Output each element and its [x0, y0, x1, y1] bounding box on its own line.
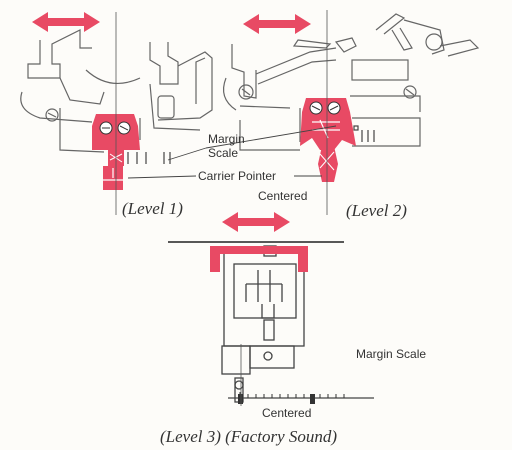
level2-caption: (Level 2) — [346, 201, 407, 220]
centered-label-top: Centered — [258, 189, 308, 203]
margin-scale-label-top: Margin Scale — [208, 132, 245, 160]
level2-move-arrow-icon — [243, 14, 311, 34]
level1-caption: (Level 1) — [122, 199, 183, 218]
level1-move-arrow-icon — [32, 12, 100, 32]
carrier-pointer-label: Carrier Pointer — [198, 169, 277, 183]
margin-scale-label-bottom: Margin Scale — [356, 347, 427, 361]
level3-carrier-clamp — [210, 246, 308, 272]
level2-carrier — [300, 98, 356, 182]
level3-caption: (Level 3) (Factory Sound) — [160, 427, 338, 446]
centered-label-bottom: Centered — [262, 406, 312, 420]
level3-move-arrow-icon — [222, 212, 290, 232]
level3-mechanism — [168, 241, 374, 404]
leader-lines — [127, 125, 337, 179]
